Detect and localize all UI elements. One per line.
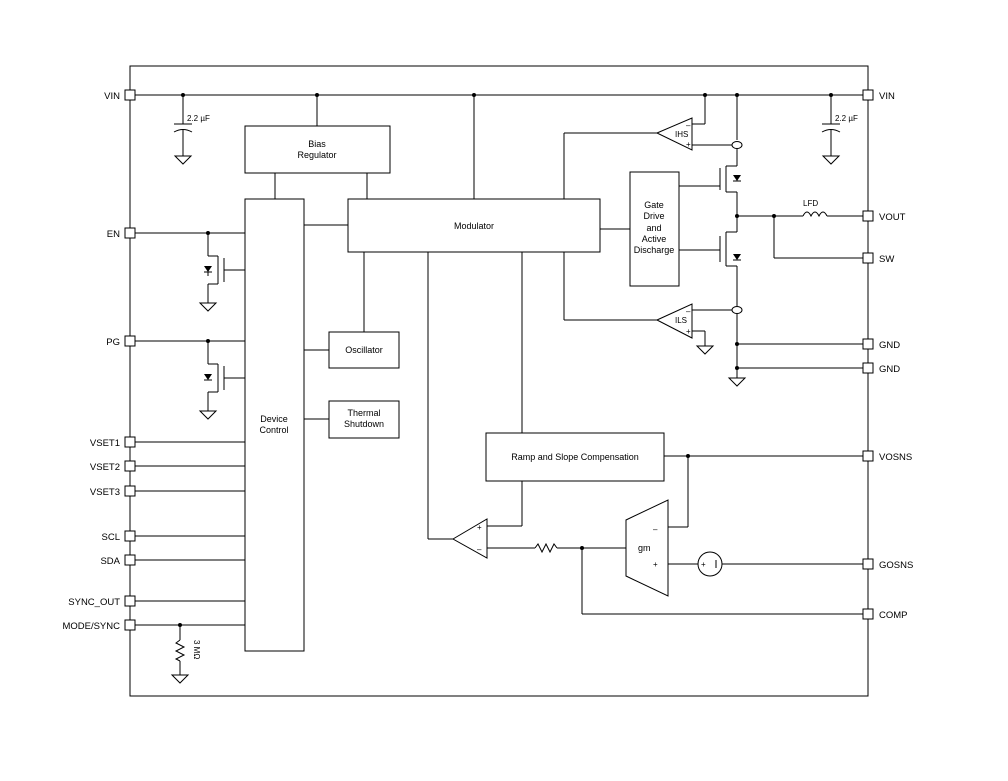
comparator-plus: +: [477, 523, 482, 532]
gate-label-2: Drive: [643, 211, 664, 221]
gate-label-5: Discharge: [634, 245, 675, 255]
gm-minus: –: [653, 525, 658, 534]
pin-vin-left: VIN: [104, 89, 136, 102]
pin-label-en: EN: [107, 229, 120, 240]
ils-sense-amp: ILS – +: [563, 252, 732, 355]
pin-comp: COMP: [862, 608, 908, 621]
ihs-minus: –: [686, 121, 691, 130]
modulator-block: Modulator: [347, 198, 601, 253]
cap-right-value: 2.2 µF: [835, 114, 858, 123]
oscillator-block: Oscillator: [328, 331, 400, 369]
pin-gnd-2: GND: [862, 362, 900, 375]
en-pin-circuit: [135, 231, 245, 312]
thermal-label-2: Shutdown: [344, 419, 384, 429]
ground-icon: [198, 410, 218, 420]
ils-plus: +: [686, 327, 691, 336]
pin-gosns: GOSNS: [862, 558, 913, 571]
gate-label-4: Active: [642, 234, 667, 244]
thermal-label-1: Thermal: [347, 408, 380, 418]
thermal-shutdown-block: Thermal Shutdown: [328, 400, 400, 439]
gate-drive-block: Gate Drive and Active Discharge: [629, 171, 680, 287]
pin-label-vset2: VSET2: [90, 462, 120, 473]
oscillator-label: Oscillator: [345, 345, 383, 355]
pin-label-scl: SCL: [102, 532, 120, 543]
pin-label-sync-out: SYNC_OUT: [68, 597, 120, 608]
power-stage: [679, 95, 863, 387]
pin-mode-sync: MODE/SYNC: [62, 619, 136, 632]
pin-scl: SCL: [102, 530, 136, 543]
control-input-lines: [135, 441, 245, 626]
pin-label-vin-right: VIN: [879, 91, 895, 102]
pin-label-vosns: VOSNS: [879, 452, 912, 463]
pin-label-gosns: GOSNS: [879, 560, 913, 571]
comparator-minus: –: [477, 545, 482, 554]
inductor-label: LFD: [803, 199, 818, 208]
device-label-1: Device: [260, 414, 288, 424]
gm-plus: +: [653, 560, 658, 569]
ground-icon: [821, 155, 841, 165]
pin-gnd-1: GND: [862, 338, 900, 351]
vref-plus: +: [701, 560, 706, 569]
pin-label-vset1: VSET1: [90, 438, 120, 449]
pin-label-vout: VOUT: [879, 212, 906, 223]
pin-sw: SW: [862, 252, 894, 265]
device-label-2: Control: [259, 425, 288, 435]
ground-icon: [695, 345, 715, 355]
ramp-label: Ramp and Slope Compensation: [511, 452, 639, 462]
input-capacitor-left: 2.2 µF: [173, 95, 210, 165]
pin-label-gnd-2: GND: [879, 364, 900, 375]
mode-sync-pulldown: 3 MΩ: [170, 623, 201, 684]
pin-label-vin-left: VIN: [104, 91, 120, 102]
bias-label-2: Regulator: [297, 150, 336, 160]
ground-icon: [170, 674, 190, 684]
ramp-slope-block: Ramp and Slope Compensation: [485, 432, 665, 482]
pin-vset2: VSET2: [90, 460, 136, 473]
modulator-label: Modulator: [454, 221, 494, 231]
bias-label-1: Bias: [308, 139, 326, 149]
ground-icon: [727, 377, 747, 387]
gate-label-1: Gate: [644, 200, 664, 210]
pg-pin-circuit: [135, 339, 245, 420]
gate-label-3: and: [646, 223, 661, 233]
pin-vout: VOUT: [862, 210, 906, 223]
pin-sync-out: SYNC_OUT: [68, 595, 136, 608]
resistor-value: 3 MΩ: [192, 640, 201, 659]
bias-regulator-block: Bias Regulator: [244, 125, 391, 174]
gm-label: gm: [638, 543, 651, 553]
device-control-block: Device Control: [244, 198, 305, 652]
reference-voltage-source: +: [697, 551, 863, 577]
input-capacitor-right: 2.2 µF: [821, 95, 858, 165]
pin-label-pg: PG: [106, 337, 120, 348]
pin-en: EN: [107, 227, 136, 240]
inductor: LFD: [802, 199, 863, 218]
pin-label-comp: COMP: [879, 610, 908, 621]
ihs-label: IHS: [675, 130, 688, 139]
ground-icon: [173, 155, 193, 165]
pin-label-gnd-1: GND: [879, 340, 900, 351]
pin-vset3: VSET3: [90, 485, 136, 498]
ihs-plus: +: [686, 140, 691, 149]
comp-resistor: [487, 542, 863, 615]
pin-pg: PG: [106, 335, 136, 348]
pin-vin-right: VIN: [862, 89, 895, 102]
ground-icon: [198, 302, 218, 312]
ils-minus: –: [686, 307, 691, 316]
pin-label-sw: SW: [879, 254, 894, 265]
ihs-sense-amp: IHS – +: [563, 95, 732, 199]
pin-sda: SDA: [100, 554, 136, 567]
pwm-comparator: + –: [427, 252, 523, 559]
gm-amplifier: gm – +: [625, 454, 863, 597]
ils-label: ILS: [675, 316, 687, 325]
pin-label-sda: SDA: [100, 556, 120, 567]
pin-label-mode-sync: MODE/SYNC: [62, 621, 120, 632]
pin-vosns: VOSNS: [862, 450, 912, 463]
cap-left-value: 2.2 µF: [187, 114, 210, 123]
pin-vset1: VSET1: [90, 436, 136, 449]
pin-label-vset3: VSET3: [90, 487, 120, 498]
